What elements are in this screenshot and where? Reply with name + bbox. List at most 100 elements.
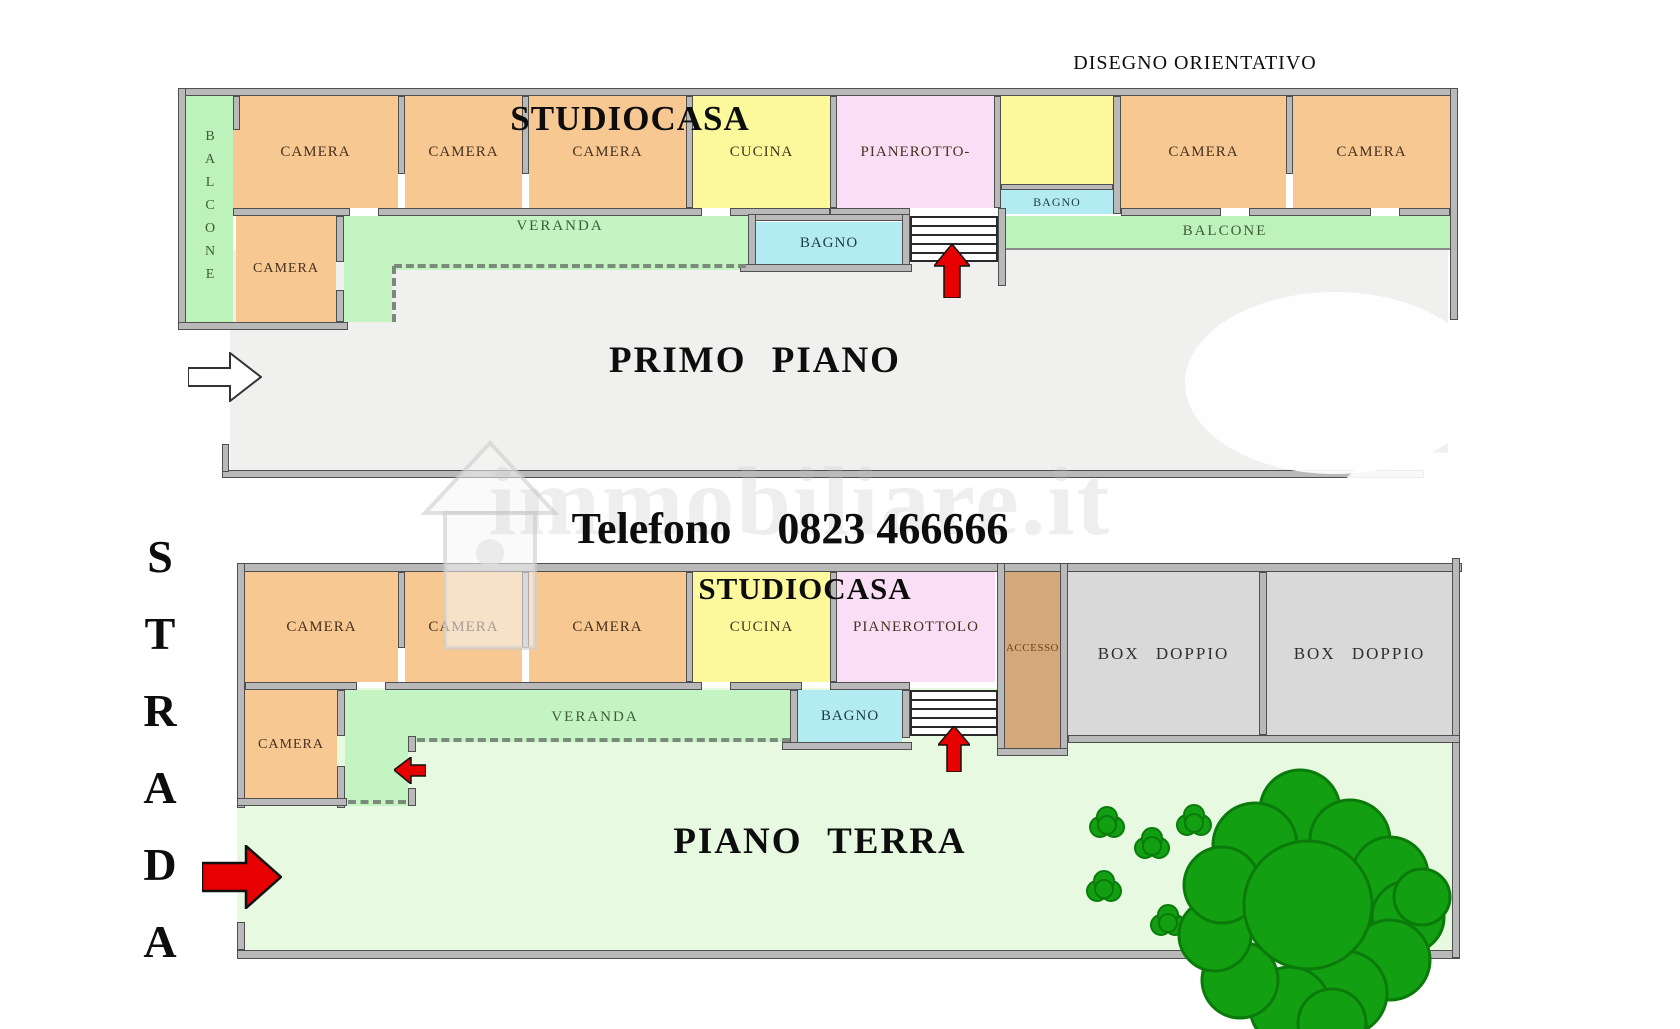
room-label: BAGNO <box>1033 194 1081 209</box>
wall <box>748 214 910 221</box>
stairs-up-arrow-icon <box>934 244 970 298</box>
wall <box>1452 558 1460 958</box>
dashed-boundary <box>394 264 746 268</box>
room-label: CAMERA <box>428 143 499 160</box>
phone-label: Telefono <box>571 503 732 553</box>
veranda-area-ground <box>345 742 408 806</box>
room-camera-4: CAMERA <box>1121 96 1286 208</box>
room-camera-3-ground: CAMERA <box>529 572 686 682</box>
floor-label-ground: PIANO TERRA <box>673 820 967 862</box>
veranda-area <box>344 216 748 270</box>
wall <box>1121 208 1221 216</box>
room-camera-5: CAMERA <box>1293 96 1450 208</box>
room-pianerottolo-ground: PIANEROTTOLO <box>837 572 995 682</box>
wall <box>336 216 344 262</box>
wall <box>686 572 693 682</box>
room-bagno-ground: BAGNO <box>798 690 902 742</box>
room-label: CAMERA <box>1336 143 1407 160</box>
room-camera-2: CAMERA <box>405 96 522 208</box>
room-label: PIANEROTTO- <box>860 143 971 160</box>
drawing-note: DISEGNO ORIENTATIVO <box>1073 51 1317 74</box>
wall <box>997 748 1068 756</box>
street-label: STRADA <box>134 531 186 993</box>
watermark-cloud <box>1185 292 1485 474</box>
room-label: BALCONE <box>202 128 218 290</box>
wall <box>378 208 702 216</box>
wall <box>902 690 910 738</box>
room-cucina-ground: CUCINA <box>693 572 830 682</box>
agency-title-ground: STUDIOCASA <box>698 571 912 606</box>
wall <box>1068 735 1460 743</box>
wall <box>237 798 347 806</box>
balcone-right-label: BALCONE <box>1182 222 1268 239</box>
wall <box>398 572 405 648</box>
room-bagno-main-1: BAGNO <box>756 222 902 264</box>
wall <box>1060 563 1068 756</box>
room-camera-3: CAMERA <box>529 96 686 208</box>
wall <box>1113 96 1121 214</box>
room-cucina: CUCINA <box>693 96 830 208</box>
wall <box>336 290 344 322</box>
wall <box>994 96 1001 208</box>
wall <box>1450 88 1458 320</box>
room-label: CAMERA <box>286 618 357 635</box>
wall <box>337 690 345 736</box>
phone-number: 0823 466666 <box>777 503 1009 553</box>
room-label: BOX DOPPIO <box>1293 643 1426 663</box>
room-box-doppio-1: BOX DOPPIO <box>1068 572 1259 735</box>
room-label: CUCINA <box>729 143 794 160</box>
wall <box>1001 184 1113 190</box>
wall <box>222 444 229 472</box>
terrace-entry-arrow-icon <box>188 352 262 402</box>
wall <box>178 88 186 330</box>
stairs-up-arrow-icon <box>938 726 970 772</box>
wall <box>740 264 912 272</box>
veranda-label-ground: VERANDA <box>551 708 639 725</box>
street-entry-arrow-icon <box>202 845 282 909</box>
wall <box>522 572 529 648</box>
wall <box>1259 572 1267 735</box>
agency-title-first: STUDIOCASA <box>510 99 750 138</box>
wall <box>1249 208 1371 216</box>
room-bagno-top: BAGNO <box>1001 190 1113 214</box>
garden-vegetation-icon <box>1086 768 1452 1029</box>
room-label: BAGNO <box>799 234 859 251</box>
veranda-entry-arrow-icon <box>394 757 426 784</box>
wall <box>408 788 416 806</box>
room-accesso: ACCESSO <box>1005 572 1060 750</box>
tree-icon <box>1177 768 1452 1029</box>
wall <box>245 682 357 690</box>
wall <box>337 766 345 808</box>
wall <box>233 208 350 216</box>
floor-label-first: PRIMO PIANO <box>609 339 901 381</box>
room-camera-small-1: CAMERA <box>236 216 336 322</box>
wall <box>222 470 1424 478</box>
room-label: CAMERA <box>258 737 324 752</box>
room-camera-small-ground: CAMERA <box>245 690 337 800</box>
wall <box>178 88 1458 96</box>
wall <box>830 96 837 208</box>
veranda-label: VERANDA <box>516 217 604 234</box>
room-label: CAMERA <box>1168 143 1239 160</box>
wall <box>1286 96 1293 174</box>
veranda-area <box>344 270 392 322</box>
wall <box>790 690 798 744</box>
room-camera-1: CAMERA <box>233 96 398 208</box>
wall <box>522 96 529 174</box>
watermark-cloud <box>1300 498 1460 550</box>
wall <box>408 736 416 752</box>
wall <box>782 742 912 750</box>
wall <box>178 322 348 330</box>
room-pianerottolo-1: PIANEROTTO- <box>837 96 994 208</box>
wall <box>233 96 240 130</box>
room-label: ACCESSO <box>1005 642 1060 654</box>
room-balcone-left: BALCONE <box>186 96 233 322</box>
room-label: PIANEROTTOLO <box>853 618 979 635</box>
room-label: BAGNO <box>820 707 880 724</box>
room-unlabeled <box>1001 96 1113 184</box>
room-camera-1-ground: CAMERA <box>245 572 398 682</box>
room-camera-2-ground: CAMERA <box>405 572 522 682</box>
room-label: CAMERA <box>428 618 499 635</box>
dashed-boundary <box>417 738 790 742</box>
